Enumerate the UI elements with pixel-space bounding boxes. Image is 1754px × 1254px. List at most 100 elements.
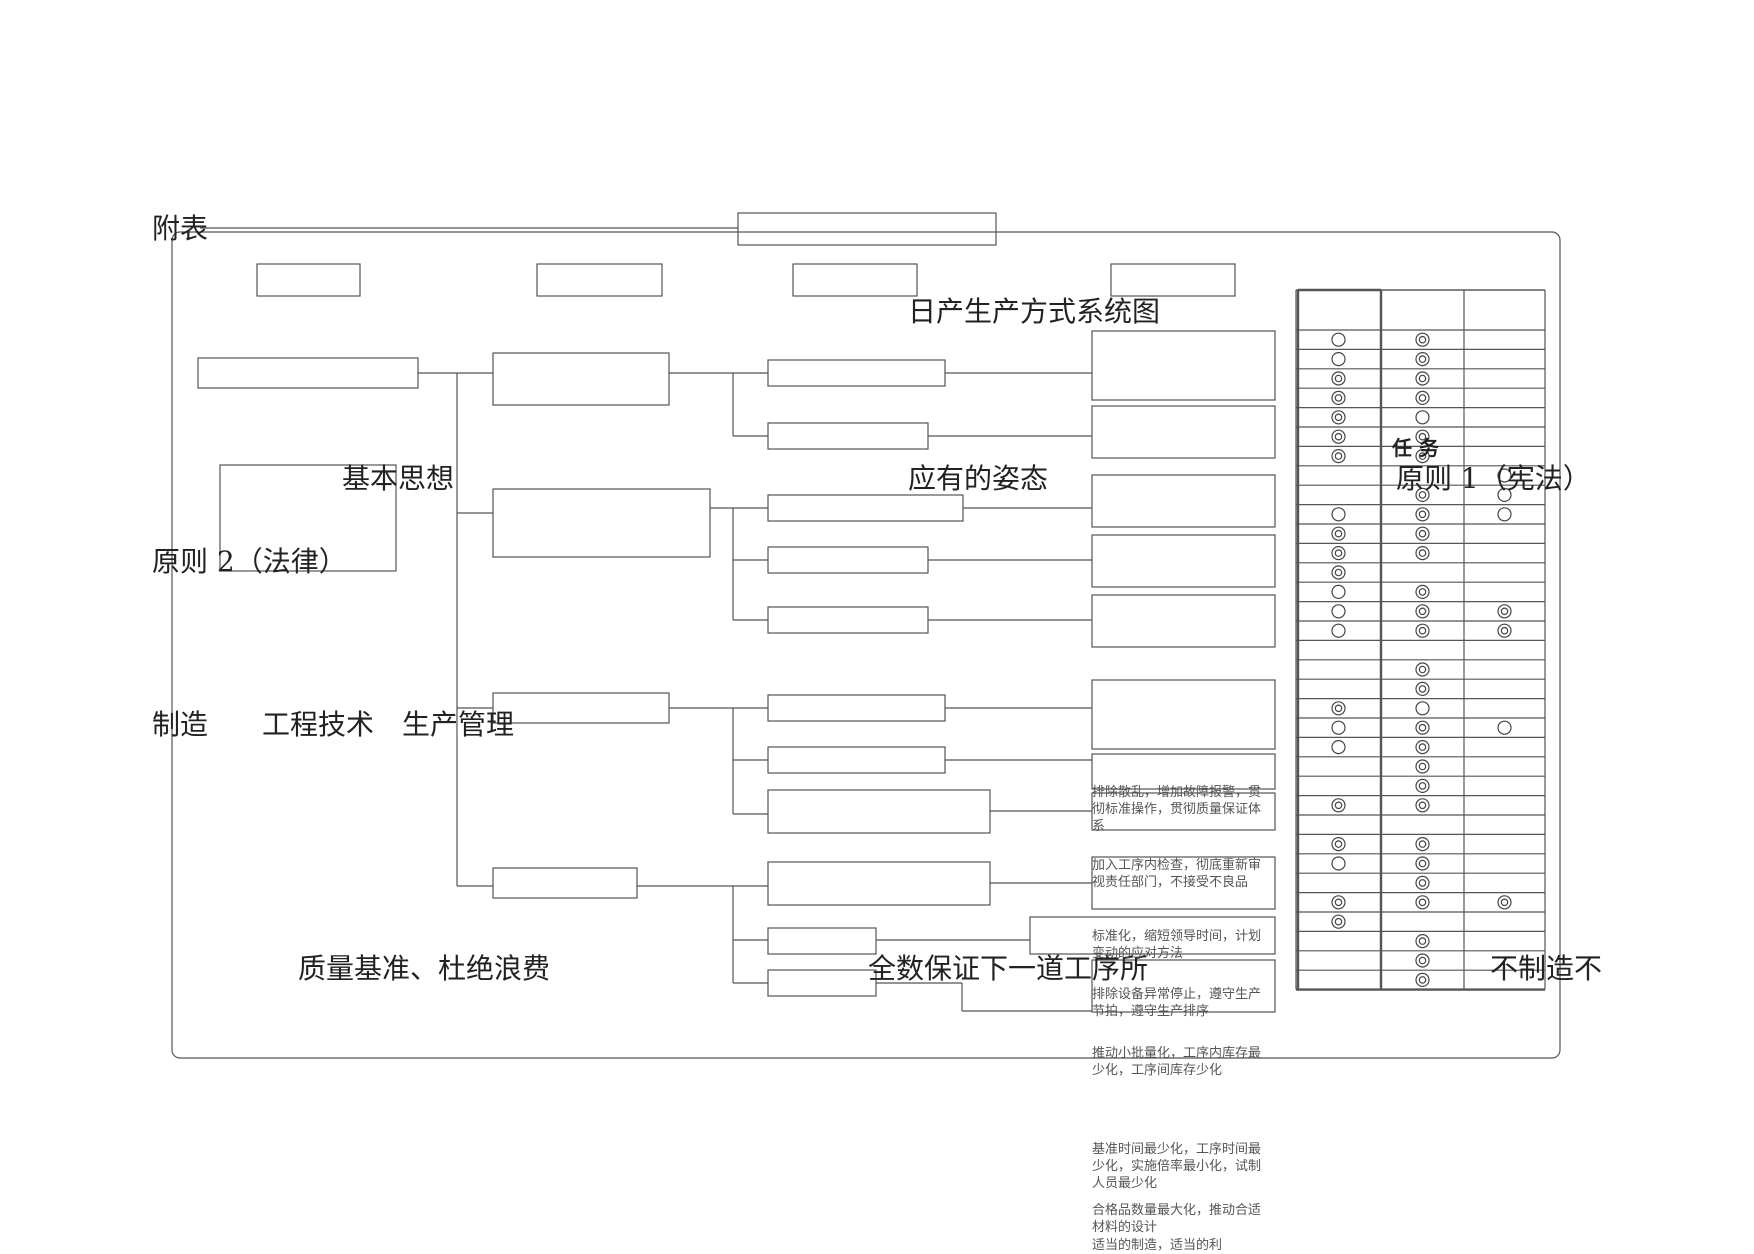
basic-thought-label: 基本思想 [342,462,455,495]
no-make-label: 不制造不 [1490,952,1603,985]
level2-box-3 [492,692,670,724]
double-circle-inner [1418,588,1427,596]
double-circle-mark [1497,895,1512,910]
double-circle-inner [1334,704,1343,713]
double-circle-inner [1418,491,1427,499]
task-text-4: 排除设备异常停止，遵守生产节拍，遵守生产排序 [1092,987,1262,1019]
circle-mark [1497,468,1512,483]
double-circle-inner [1418,665,1427,674]
double-circle-inner [1418,685,1427,693]
level4-box-9 [1091,856,1276,910]
matrix-grid [1295,288,1546,991]
level3-box-8 [767,789,991,834]
double-circle-mark [1415,720,1430,735]
matrix-marks [1331,332,1512,988]
circle-mark [1497,720,1512,735]
circle-mark [1415,701,1430,716]
double-circle-mark [1415,449,1430,464]
level4-box-6 [1091,679,1276,750]
double-circle-mark [1415,584,1430,600]
task-text-7: 合格品数量最大化，推动合适材料的设计 [1092,1203,1262,1235]
circle-mark [1497,507,1512,522]
production-label: 制造 [152,708,209,741]
double-circle-inner [1418,762,1427,771]
principle2-box [219,464,397,572]
double-circle-mark [1415,332,1430,347]
header-box-2 [536,263,663,297]
circle-mark [1331,739,1346,755]
double-circle-mark [1331,701,1346,716]
double-circle-mark [1331,545,1346,561]
double-circle-mark [1331,895,1346,910]
double-circle-inner [1418,510,1427,519]
level4-box-5 [1091,594,1276,648]
quality-waste-label: 质量基准、杜绝浪费 [298,952,551,985]
engineering-label: 工程技术 [262,708,375,741]
double-circle-inner [1418,355,1427,363]
double-circle-mark [1331,449,1346,464]
full-guarantee-label: 全数保证下一道工序所 [868,952,1149,985]
circle-mark [1331,332,1346,347]
double-circle-mark [1415,429,1430,444]
double-circle-inner [1418,394,1427,402]
double-circle-inner [1500,626,1509,635]
circle-mark [1415,410,1430,425]
level3-box-2 [767,422,929,450]
double-circle-mark [1415,681,1430,697]
appendix-label: 附表 [152,212,209,245]
double-circle-inner [1334,374,1343,383]
level3-box-3 [767,494,964,522]
level3-box-5 [767,606,929,634]
level4-box-7 [1091,753,1276,790]
task-text-5: 推动小批量化，工序内库存最少化，工序间库存少化 [1092,1046,1262,1078]
double-circle-mark [1331,914,1346,929]
double-circle-inner [1418,840,1427,848]
level1-box [197,357,419,389]
double-circle-mark [1415,390,1430,405]
outer-frame [171,231,1561,1059]
level3-box-11 [767,969,877,997]
double-circle-inner [1418,452,1427,460]
double-circle-mark [1415,487,1430,502]
diagram-title: 日产生产方式系统图 [908,295,1161,328]
double-circle-inner [1418,976,1427,984]
double-circle-inner [1418,937,1427,945]
circle-mark [1331,352,1346,367]
double-circle-inner [1418,898,1427,907]
level4-box-11 [1091,959,1276,1013]
double-circle-inner [1334,529,1343,538]
circle-mark [1331,507,1346,522]
double-circle-inner [1418,801,1427,810]
double-circle-mark [1415,759,1430,774]
double-circle-inner [1334,394,1343,402]
double-circle-mark [1415,623,1430,638]
double-circle-mark [1497,623,1512,638]
double-circle-mark [1415,972,1430,988]
double-circle-inner [1334,801,1343,810]
double-circle-inner [1418,782,1427,790]
double-circle-inner [1418,879,1427,887]
double-circle-mark [1331,429,1346,444]
double-circle-mark [1331,798,1346,813]
level3-box-6 [767,694,946,722]
level4-box-2 [1091,405,1276,459]
double-circle-mark [1415,526,1430,541]
level3-box-9 [767,861,991,906]
double-circle-mark [1415,798,1430,813]
circle-mark [1331,604,1346,619]
level4-box-3 [1091,474,1276,528]
circle-mark [1497,487,1512,502]
double-circle-mark [1415,953,1430,968]
level4-box-1 [1091,330,1276,401]
double-circle-mark [1331,836,1346,852]
task-text-2: 加入工序内检查，彻底重新审视责任部门，不接受不良品 [1092,858,1262,890]
double-circle-mark [1415,604,1430,619]
task-text-8: 适当的制造，适当的利 [1092,1238,1223,1253]
double-circle-mark [1331,410,1346,425]
header-box-4 [1110,263,1236,297]
double-circle-inner [1418,743,1427,751]
principle2-label: 原则 2（法律） [152,545,347,578]
double-circle-inner [1334,432,1343,441]
level2-box-4 [492,867,638,899]
